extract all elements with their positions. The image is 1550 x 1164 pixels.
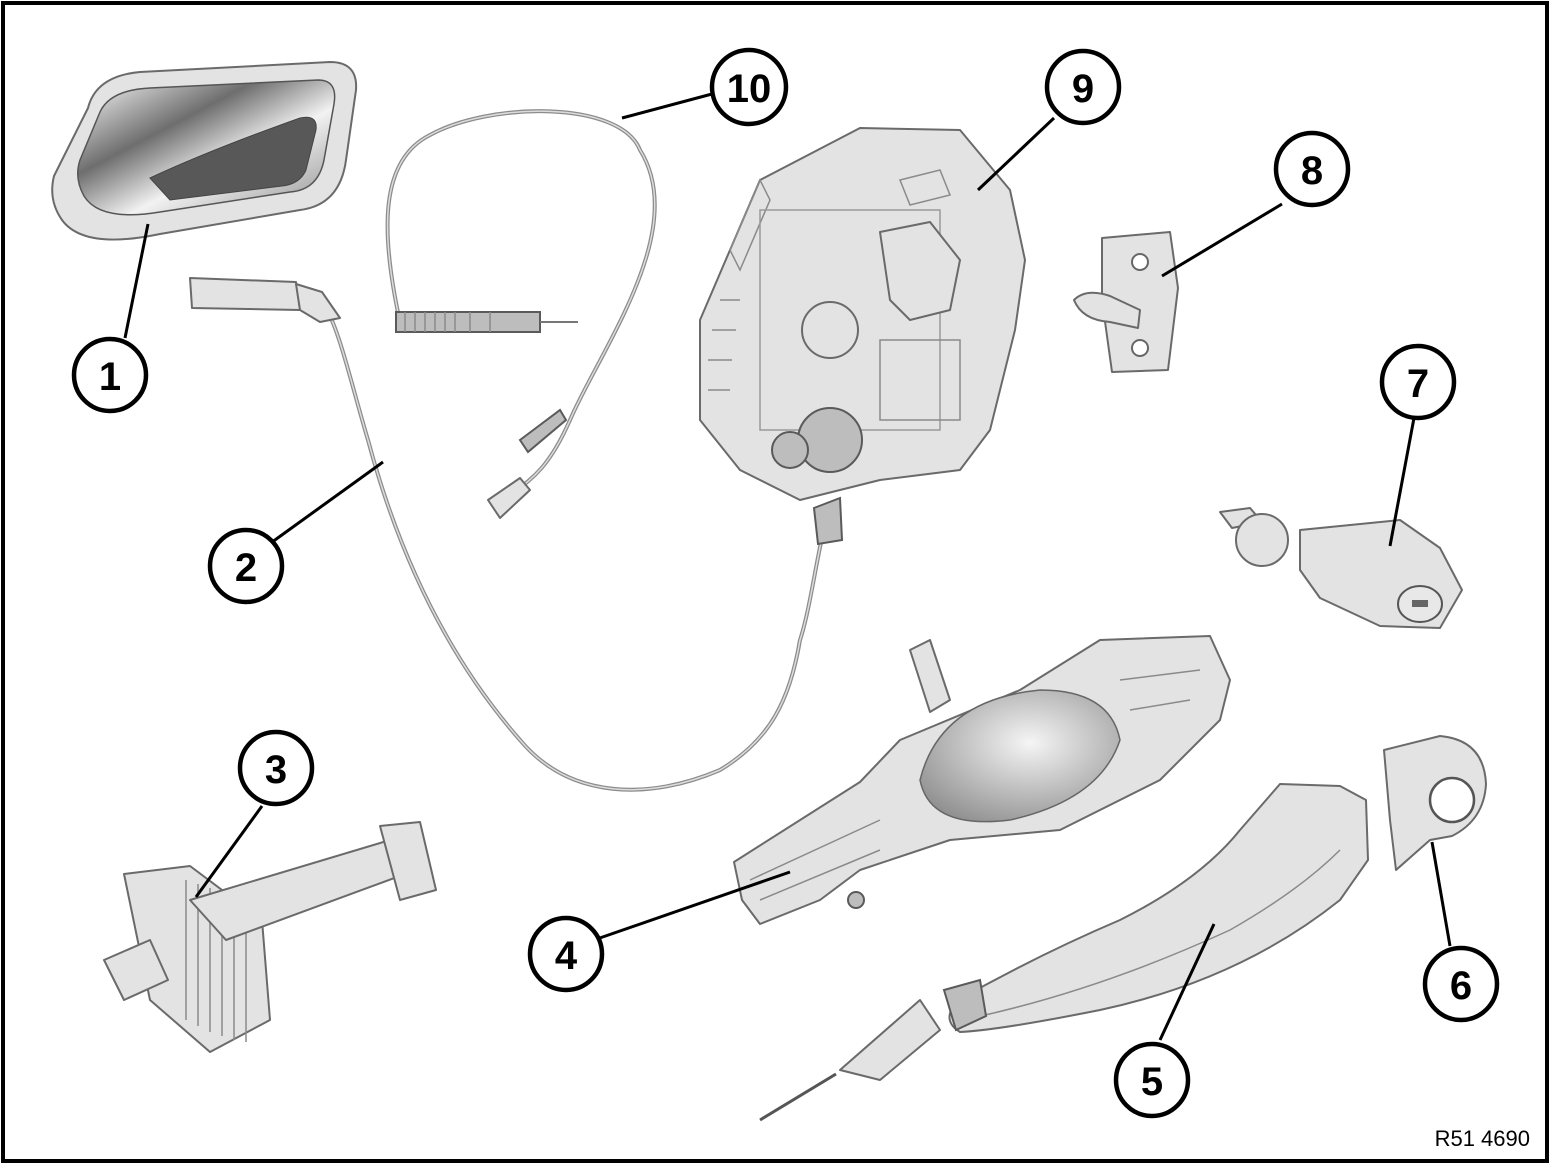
callout-5: 5 bbox=[1113, 1041, 1191, 1119]
leader-line-6 bbox=[1430, 841, 1452, 947]
callout-10-label: 10 bbox=[727, 67, 772, 111]
leader-line-8 bbox=[1161, 202, 1283, 278]
callout-2: 2 bbox=[207, 527, 285, 605]
part-4-handle-carrier bbox=[733, 635, 1231, 925]
part-6-cover-cap bbox=[1383, 735, 1487, 871]
leader-line-1 bbox=[123, 223, 150, 339]
leader-lines bbox=[123, 92, 1452, 1041]
callout-7-label: 7 bbox=[1407, 362, 1429, 406]
part-1-interior-door-handle bbox=[51, 61, 358, 241]
callout-9: 9 bbox=[1044, 48, 1122, 126]
callout-2-label: 2 bbox=[235, 546, 257, 590]
callout-1-label: 1 bbox=[99, 355, 121, 399]
callout-3-label: 3 bbox=[265, 748, 287, 792]
part-2-door-handle-cable bbox=[189, 277, 844, 792]
part-5-outer-door-handle bbox=[759, 783, 1369, 1122]
callout-9-label: 9 bbox=[1072, 67, 1094, 111]
callout-8-label: 8 bbox=[1301, 149, 1323, 193]
callout-5-label: 5 bbox=[1141, 1060, 1163, 1104]
callout-1: 1 bbox=[71, 336, 149, 414]
leader-line-9 bbox=[976, 116, 1056, 192]
leader-line-3 bbox=[194, 805, 264, 898]
callout-8: 8 bbox=[1273, 130, 1351, 208]
leader-line-7 bbox=[1388, 417, 1416, 547]
part-9-door-lock bbox=[699, 127, 1026, 501]
callout-7: 7 bbox=[1379, 343, 1457, 421]
leader-line-4 bbox=[593, 870, 791, 942]
callout-3: 3 bbox=[237, 729, 315, 807]
part-10-bowden-cable bbox=[385, 109, 657, 519]
callout-4: 4 bbox=[527, 915, 605, 993]
leader-line-2 bbox=[267, 460, 384, 547]
leader-line-10 bbox=[621, 92, 713, 120]
figure-reference-code: R51 4690 bbox=[1435, 1126, 1530, 1151]
callout-4-label: 4 bbox=[555, 934, 578, 978]
callout-6: 6 bbox=[1422, 945, 1500, 1023]
callout-6-label: 6 bbox=[1450, 964, 1472, 1008]
part-7-lock-cylinder bbox=[1219, 507, 1463, 629]
part-3-door-check-strap bbox=[103, 821, 437, 1053]
callout-10: 10 bbox=[709, 47, 789, 127]
leader-line-5 bbox=[1158, 923, 1216, 1041]
part-8-striker-plate bbox=[1073, 231, 1179, 373]
